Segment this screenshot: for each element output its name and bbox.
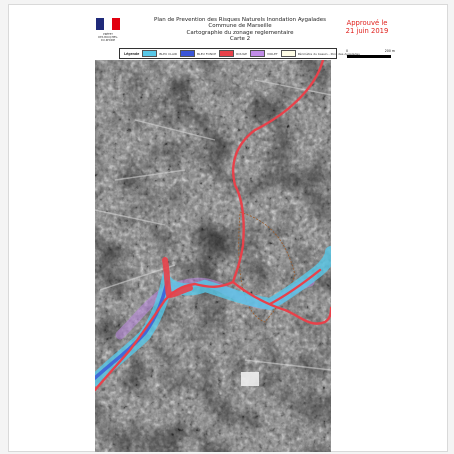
flag-stripe-blue bbox=[96, 18, 104, 30]
flag-stripe-white bbox=[104, 18, 112, 30]
title-line-1: Plan de Prevention des Risques Naturels … bbox=[154, 17, 326, 23]
legend-item-violet: VIOLET bbox=[249, 50, 278, 57]
map-title-block: Plan de Prevention des Risques Naturels … bbox=[135, 17, 345, 43]
legend-label: VIOLET bbox=[266, 51, 278, 56]
legend-label: BLEU CLAIR bbox=[159, 51, 177, 56]
zone-rouge-river bbox=[95, 60, 331, 392]
flag-stripe-red bbox=[112, 18, 120, 30]
scale-bar: 0 200 m bbox=[345, 49, 395, 61]
approval-line-1: Approuvé le bbox=[346, 19, 388, 27]
scale-start-label: 0 bbox=[346, 49, 349, 53]
scale-end-value: 200 bbox=[384, 49, 391, 53]
french-flag-icon bbox=[96, 18, 120, 30]
title-line-4: Carte 2 bbox=[229, 36, 251, 43]
legend-item-rouge: ROUGE bbox=[219, 50, 247, 57]
legend-swatch bbox=[142, 50, 158, 57]
scale-unit: m bbox=[391, 49, 395, 53]
legend-label: ROUGE bbox=[236, 51, 247, 56]
legend-label: Périmètre du bassin - Pont des Aygalades bbox=[297, 51, 360, 56]
approval-line-2: 21 juin 2019 bbox=[345, 26, 389, 35]
basin-perimeter-line bbox=[238, 211, 296, 323]
legend-item-bleu-fonce: BLEU FONCE bbox=[180, 50, 216, 57]
legend-swatch bbox=[249, 50, 265, 57]
legend-item-perimetre: Périmètre du bassin - Pont des Aygalades bbox=[280, 50, 360, 57]
aerial-map[interactable] bbox=[95, 60, 331, 452]
street-lines bbox=[95, 79, 331, 371]
sports-field bbox=[241, 372, 259, 386]
vegetation-shading bbox=[95, 60, 331, 452]
legend-swatch bbox=[280, 50, 296, 57]
title-line-2: Commune de Marseille bbox=[208, 23, 272, 30]
zone-bleu-fonce bbox=[95, 280, 169, 380]
map-canvas[interactable] bbox=[95, 60, 331, 452]
prefecture-logo: PRÉFET DES BOUCHES- DU-RHÔNE bbox=[91, 18, 125, 58]
legend-swatch bbox=[219, 50, 235, 57]
logo-caption: PRÉFET DES BOUCHES- DU-RHÔNE bbox=[98, 33, 118, 43]
approval-stamp: Approuvé le 21 juin 2019 bbox=[335, 19, 399, 35]
legend-title: Légende bbox=[124, 51, 140, 56]
map-legend: Légende BLEU CLAIR BLEU FONCE ROUGE VIOL… bbox=[119, 48, 360, 59]
title-line-3: Cartographie du zonage reglementaire bbox=[186, 29, 294, 36]
legend-swatch bbox=[180, 50, 195, 57]
scale-bar-line bbox=[347, 55, 391, 58]
legend-label: BLEU FONCE bbox=[197, 51, 217, 56]
legend-item-bleu-clair: BLEU CLAIR bbox=[142, 50, 177, 57]
scale-end-label: 200 m bbox=[385, 49, 395, 53]
